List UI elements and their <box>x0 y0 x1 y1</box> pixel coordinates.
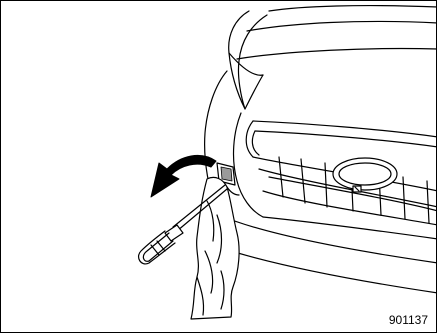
emblem <box>333 158 397 192</box>
headlight <box>229 11 267 109</box>
figure-code: 901137 <box>389 313 428 327</box>
bumper-contour <box>205 71 437 293</box>
hood-lines <box>237 6 437 59</box>
